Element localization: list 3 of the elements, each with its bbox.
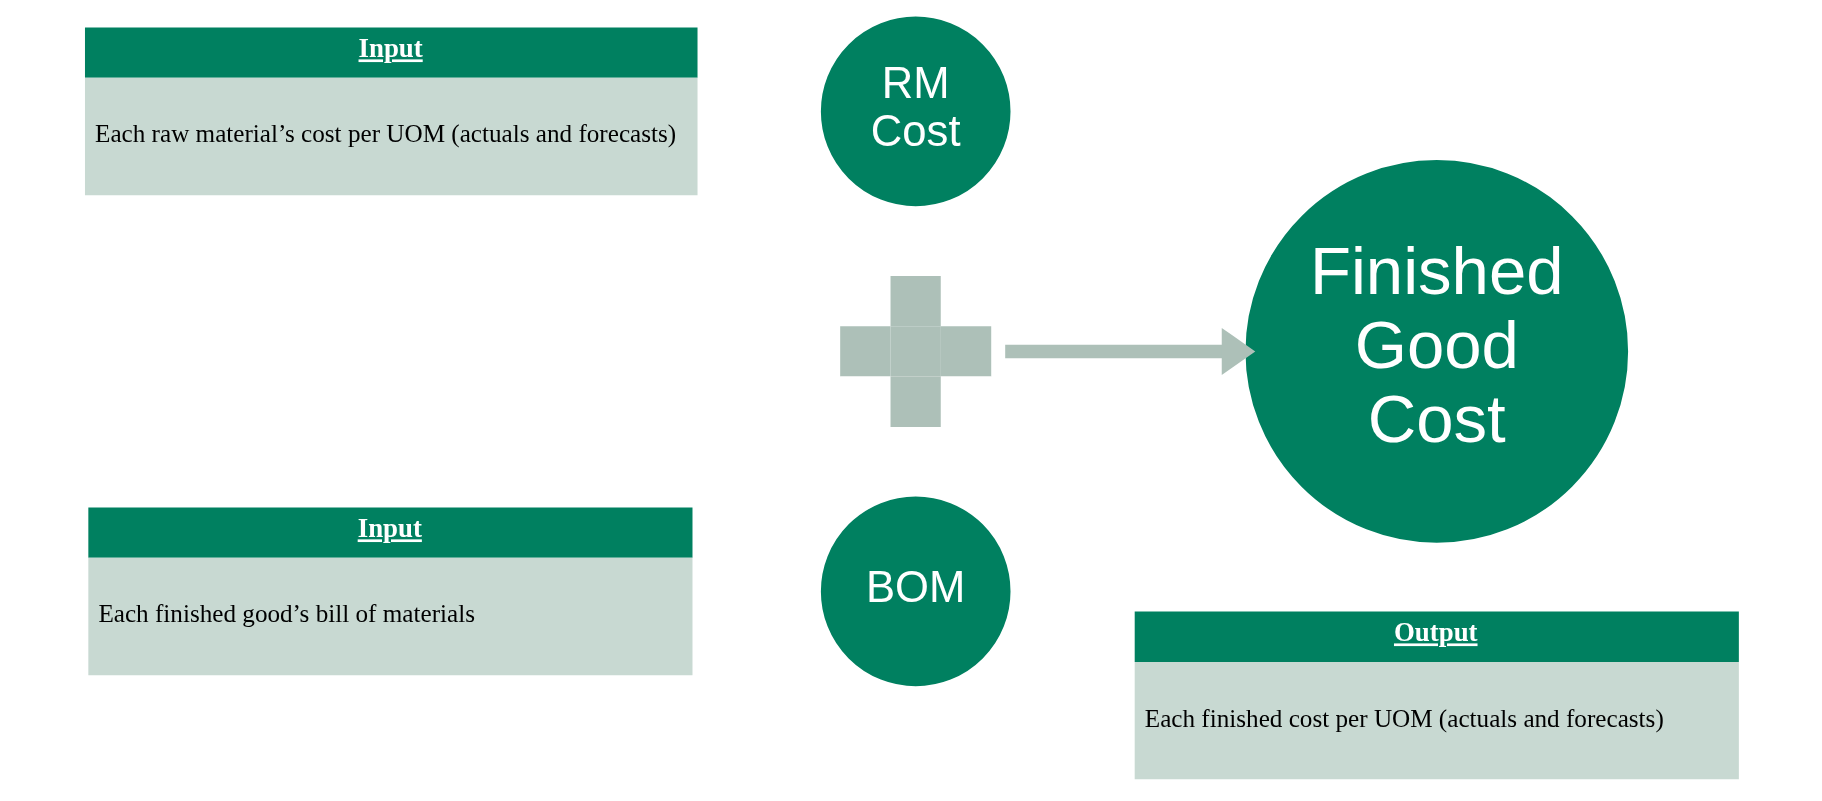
node-circle: RM Cost — [817, 13, 1014, 210]
arrow — [1004, 327, 1255, 375]
node-circle: BOM — [817, 493, 1014, 690]
